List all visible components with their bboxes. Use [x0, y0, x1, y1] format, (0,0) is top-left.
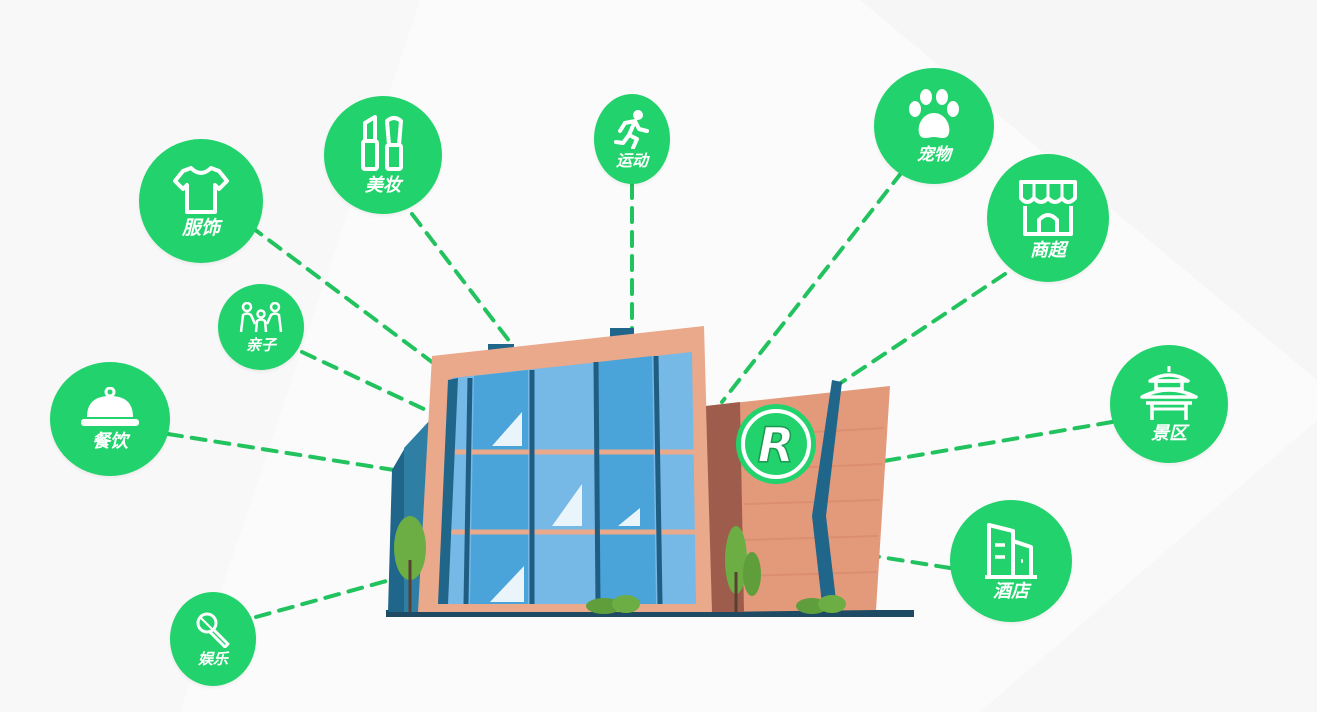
paw-icon — [909, 88, 959, 138]
category-pets[interactable]: 宠物 — [874, 68, 994, 184]
pavilion-icon — [1140, 366, 1198, 420]
category-scenic[interactable]: 景区 — [1110, 345, 1228, 463]
category-hotel[interactable]: 酒店 — [950, 500, 1072, 622]
category-family[interactable]: 亲子 — [218, 284, 304, 370]
category-label: 宠物 — [917, 144, 951, 165]
category-label: 商超 — [1030, 240, 1066, 261]
running-icon — [614, 110, 649, 149]
category-entertainment[interactable]: 娱乐 — [170, 592, 256, 686]
family-icon — [239, 301, 283, 332]
category-sports[interactable]: 运动 — [594, 94, 670, 184]
tshirt-icon — [173, 165, 229, 214]
category-label: 酒店 — [993, 581, 1029, 602]
mall-building — [386, 326, 914, 617]
sign-letter: R — [758, 418, 795, 474]
category-label: 运动 — [615, 151, 648, 170]
category-label: 景区 — [1151, 423, 1187, 444]
microphone-icon — [196, 612, 230, 648]
category-label: 亲子 — [245, 335, 276, 354]
category-label: 餐饮 — [92, 431, 128, 452]
category-clothing[interactable]: 服饰 — [139, 139, 263, 263]
ground-line — [386, 610, 914, 617]
sign-circle — [736, 404, 816, 484]
category-label: 服饰 — [181, 216, 220, 239]
category-makeup[interactable]: 美妆 — [324, 96, 442, 214]
makeup-icon — [361, 115, 403, 171]
category-label: 娱乐 — [197, 649, 228, 668]
category-dining[interactable]: 餐饮 — [50, 362, 170, 476]
category-supermarket[interactable]: 商超 — [987, 154, 1109, 282]
store-icon — [1019, 180, 1077, 236]
building-icon — [985, 523, 1037, 579]
cloche-icon — [81, 387, 139, 426]
brand-sign: R — [736, 404, 816, 484]
connector-lines — [166, 170, 1114, 619]
category-label: 美妆 — [365, 175, 401, 196]
